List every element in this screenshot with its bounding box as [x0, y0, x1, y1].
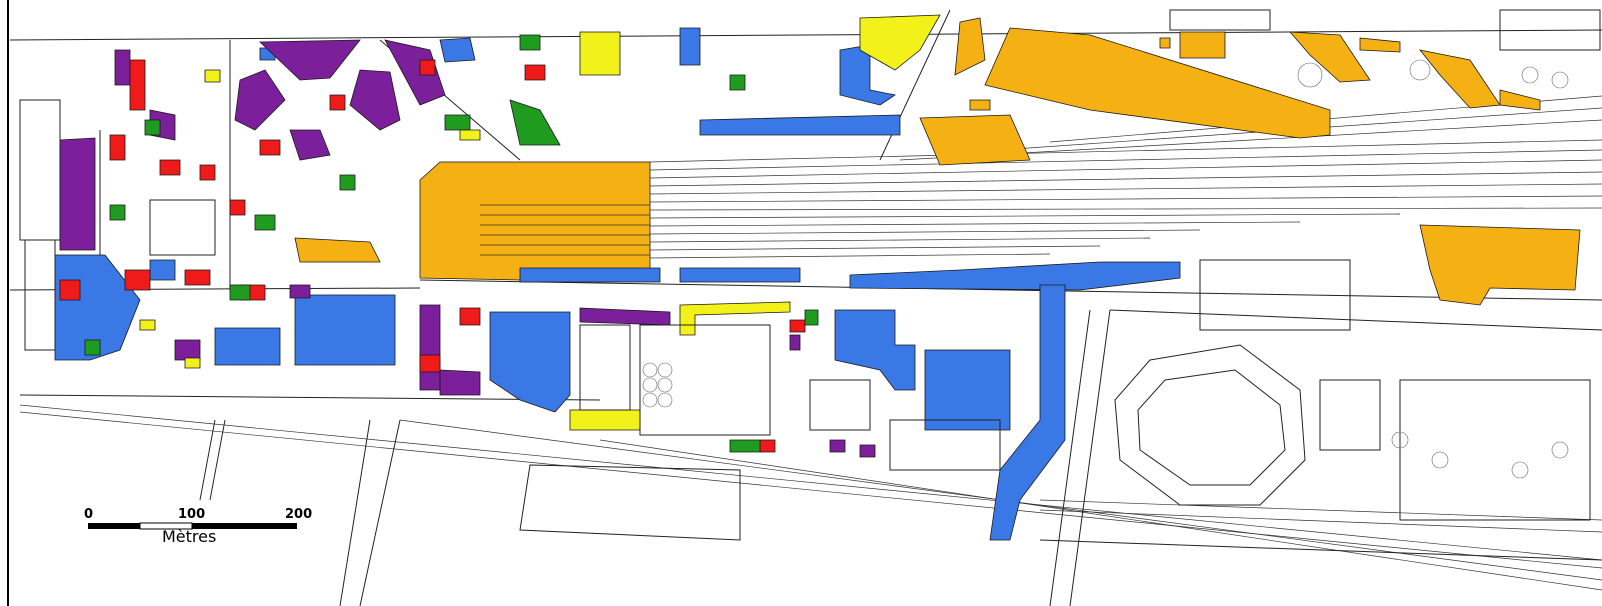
- octagonal-building: [1114, 344, 1306, 506]
- scale-bar: 0 100 200 Mètres: [84, 507, 312, 546]
- scale-bar-segment-1: [88, 523, 140, 529]
- scale-bar-segment-3: [192, 523, 297, 529]
- tree-rows: [642, 59, 1569, 479]
- scale-unit-label: Mètres: [162, 527, 216, 546]
- scale-tick-0: 0: [84, 507, 93, 522]
- green-buildings: [84, 34, 819, 453]
- railway-tracks: [19, 95, 1602, 591]
- blue-buildings: [54, 27, 1181, 541]
- building-outlines: [19, 9, 1601, 521]
- red-buildings: [59, 59, 806, 453]
- scale-tick-200: 200: [285, 507, 312, 522]
- scale-tick-100: 100: [178, 507, 205, 522]
- orange-buildings: [294, 17, 1581, 306]
- yellow-buildings: [139, 14, 941, 431]
- station-main-hall: [419, 161, 651, 281]
